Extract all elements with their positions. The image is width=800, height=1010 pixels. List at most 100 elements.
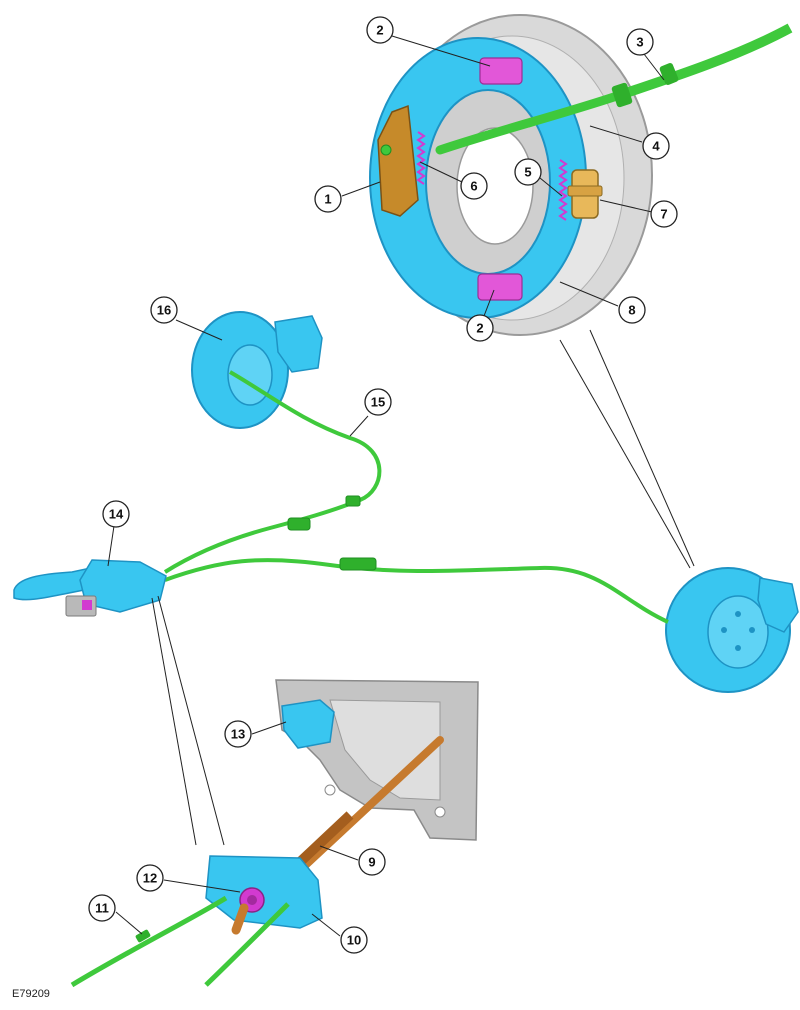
- callout-leaders: [107, 35, 665, 937]
- leader-4: [589, 125, 643, 143]
- callout-6-label: 6: [470, 179, 477, 194]
- callout-5-label: 5: [524, 165, 531, 180]
- cable-sleeve-equalizer: [135, 929, 151, 943]
- callout-9: 9: [358, 848, 386, 876]
- guide-lines: [151, 329, 695, 846]
- handbrake-lever-assembly: [13, 559, 167, 617]
- leader-13: [251, 721, 287, 735]
- callout-10-label: 10: [347, 933, 361, 948]
- cable-ferrule-2: [659, 63, 679, 85]
- lever-pivot: [380, 144, 392, 156]
- handbrake-rod-thread: [296, 811, 354, 866]
- brake-cable-through-plate: [435, 90, 625, 155]
- callout-16-label: 16: [157, 303, 171, 318]
- callout-1: 1: [314, 185, 342, 213]
- callout-11-label: 11: [95, 901, 109, 916]
- parking-brake-lever: [377, 104, 419, 217]
- callout-4: 4: [642, 132, 670, 160]
- cable-sleeve-right: [339, 557, 377, 571]
- leader-5: [539, 177, 563, 197]
- callout-2-top: 2: [366, 16, 394, 44]
- cable-connector-left: [287, 517, 311, 531]
- callout-13-label: 13: [231, 727, 245, 742]
- cable-bracket: [281, 699, 335, 749]
- callout-14-label: 14: [109, 507, 124, 522]
- equalizer-nut-hole: [247, 895, 257, 905]
- callout-8: 8: [618, 296, 646, 324]
- return-spring-right: [558, 159, 568, 221]
- callout-9-label: 9: [368, 855, 375, 870]
- callout-10: 10: [340, 926, 368, 954]
- leader-10: [311, 913, 341, 937]
- hub-bolt-3: [735, 645, 741, 651]
- equalizer-cable-right: [204, 902, 290, 987]
- drum-brake-assembly: [369, 14, 793, 336]
- cable-sleeve-left: [345, 495, 361, 507]
- guide-line-lever-1: [151, 597, 197, 846]
- equalizer-cable-left: [70, 895, 228, 988]
- inset-detail: [264, 679, 479, 904]
- handbrake-bracket-clip: [82, 600, 92, 610]
- guide-line-lever-2: [157, 595, 225, 846]
- hub-bolt-4: [721, 627, 727, 633]
- brake-caliper-left: [274, 315, 323, 373]
- guide-line-drum-2: [589, 329, 695, 567]
- cable-ferrule: [611, 82, 633, 108]
- body-frame-inner: [329, 699, 441, 801]
- leader-2b: [483, 289, 495, 317]
- callout-7-label: 7: [660, 207, 667, 222]
- callout-7: 7: [650, 200, 678, 228]
- figure-id: E79209: [12, 988, 50, 1000]
- brake-caliper-right: [757, 577, 799, 633]
- callout-6: 6: [460, 172, 488, 200]
- cable-equalizer-assembly: [70, 855, 323, 988]
- frame-hole-2: [434, 806, 446, 818]
- return-spring-left: [416, 131, 426, 185]
- adjuster-wheel: [567, 185, 603, 197]
- adjusting-rod-end: [231, 903, 249, 935]
- hold-down-clip-bottom: [477, 273, 523, 301]
- rear-brake-disc-left: [191, 311, 323, 429]
- callout-11: 11: [88, 894, 116, 922]
- callout-13: 13: [224, 720, 252, 748]
- callout-1-label: 1: [324, 192, 331, 207]
- callout-16: 16: [150, 296, 178, 324]
- brake-cable-outer: [618, 23, 793, 100]
- callout-15-label: 15: [371, 395, 385, 410]
- callout-12: 12: [136, 864, 164, 892]
- leader-8: [559, 281, 619, 307]
- leader-16: [175, 319, 223, 341]
- leader-12: [163, 879, 241, 893]
- handbrake-lever-body: [79, 559, 167, 613]
- equalizer-body: [205, 855, 323, 929]
- callout-15: 15: [364, 388, 392, 416]
- callout-2-bottom: 2: [466, 314, 494, 342]
- callout-3-label: 3: [636, 35, 643, 50]
- leader-3: [643, 53, 665, 81]
- hub-hole: [456, 127, 534, 245]
- callout-4-label: 4: [652, 139, 660, 154]
- leader-9: [319, 845, 359, 861]
- guide-line-drum-1: [559, 339, 691, 569]
- hold-down-clip-top: [479, 57, 523, 85]
- leader-1: [341, 181, 381, 197]
- leader-14: [107, 525, 115, 567]
- leader-11: [115, 911, 143, 935]
- parking-brake-cables: [163, 370, 669, 624]
- rear-brake-disc-right: [665, 567, 799, 693]
- callout-2-bottom-label: 2: [476, 321, 483, 336]
- callout-3: 3: [626, 28, 654, 56]
- callout-8-label: 8: [628, 303, 635, 318]
- leader-15: [349, 415, 369, 437]
- brake-disc-right-hub: [707, 595, 769, 669]
- callout-2-top-label: 2: [376, 23, 383, 38]
- leader-7: [599, 199, 653, 213]
- leader-2a: [391, 35, 491, 67]
- hub-bolt-1: [735, 611, 741, 617]
- callout-14: 14: [102, 500, 130, 528]
- callout-12-label: 12: [143, 871, 157, 886]
- frame-hole-1: [324, 784, 336, 796]
- leader-6: [419, 161, 463, 183]
- hub-bolt-2: [749, 627, 755, 633]
